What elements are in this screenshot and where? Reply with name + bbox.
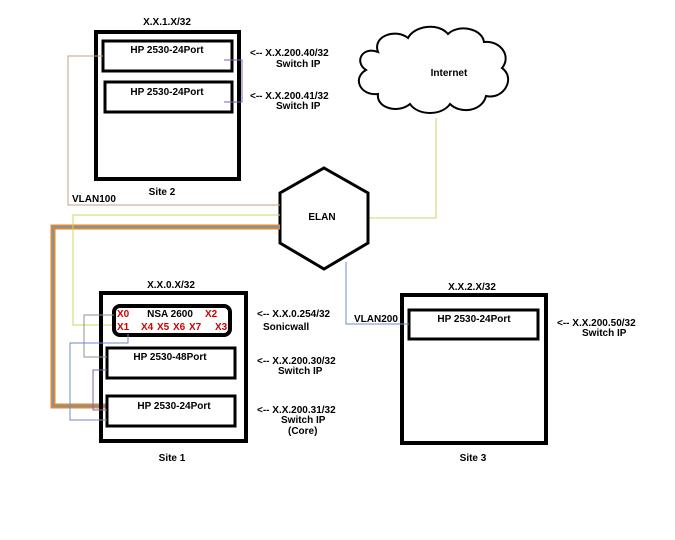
site1-switch-core [105, 394, 237, 428]
elan-label: ELAN [308, 212, 335, 223]
internet-cloud [357, 25, 509, 114]
site2-switch-a-role: Switch IP [276, 59, 321, 70]
firewall-port-x2: X2 [205, 309, 218, 320]
firewall-port-x1: X1 [117, 322, 130, 333]
site2-name: Site 2 [149, 187, 176, 198]
firewall-port-x3: X3 [215, 322, 228, 333]
vlan200-link [345, 262, 409, 325]
internet-firewall-link [72, 214, 280, 326]
site3-rack [400, 293, 548, 445]
firewall-port-x4: X4 [141, 322, 154, 333]
vlan100-link [67, 55, 280, 206]
firewall-port-x5: X5 [157, 322, 170, 333]
site3-switch-ip: <-- X.X.200.50/32 [557, 318, 636, 329]
site1-name: Site 1 [159, 453, 186, 464]
site1-switch-core-role: Switch IP [281, 415, 326, 426]
48-to-core-link [92, 369, 107, 411]
vlan100-label: VLAN100 [72, 194, 116, 205]
firewall-role: Sonicwall [263, 322, 309, 333]
site2-switch-a-model: HP 2530-24Port [130, 45, 204, 56]
firewall-port-x7: X7 [189, 322, 202, 333]
internet-link [368, 118, 437, 219]
site3-name: Site 3 [460, 453, 487, 464]
site3-subnet-label: X.X.2.X/32 [448, 282, 496, 293]
firewall-port-x6: X6 [173, 322, 186, 333]
site1-firewall [112, 304, 232, 337]
site3-switch-model: HP 2530-24Port [437, 314, 511, 325]
site1-rack [99, 291, 248, 443]
firewall-model: NSA 2600 [147, 309, 193, 320]
elan-hexagon [278, 166, 370, 271]
site1-switch-core-model: HP 2530-24Port [137, 401, 211, 412]
firewall-ip: <-- X.X.0.254/32 [257, 309, 331, 320]
internet-label: Internet [431, 68, 468, 79]
site2-switch-b-model: HP 2530-24Port [130, 87, 204, 98]
site2-switch-b [103, 80, 234, 114]
fw-to-48-link [83, 314, 114, 358]
site2-rack [94, 30, 241, 181]
site1-switch-core-note: (Core) [288, 426, 317, 437]
site2-subnet-label: X.X.1.X/32 [143, 17, 191, 28]
site2-switch-a-ip: <-- X.X.200.40/32 [250, 48, 329, 59]
trunk-link-inner [52, 226, 280, 407]
site2-switch-b-ip: <-- X.X.200.41/32 [250, 91, 329, 102]
site2-stack-link [224, 59, 243, 103]
fw-to-core-link [69, 334, 129, 421]
site1-switch-core-ip: <-- X.X.200.31/32 [257, 405, 336, 416]
site1-switch-48-ip: <-- X.X.200.30/32 [257, 356, 336, 367]
site1-switch-48 [105, 346, 237, 380]
site1-subnet-label: X.X.0.X/32 [147, 280, 195, 291]
site1-switch-48-role: Switch IP [278, 366, 323, 377]
site2-switch-b-role: Switch IP [276, 101, 321, 112]
firewall-port-x0: X0 [117, 309, 130, 320]
site3-switch-role: Switch IP [582, 328, 627, 339]
site1-switch-48-model: HP 2530-48Port [133, 352, 207, 363]
vlan200-label: VLAN200 [354, 314, 398, 325]
